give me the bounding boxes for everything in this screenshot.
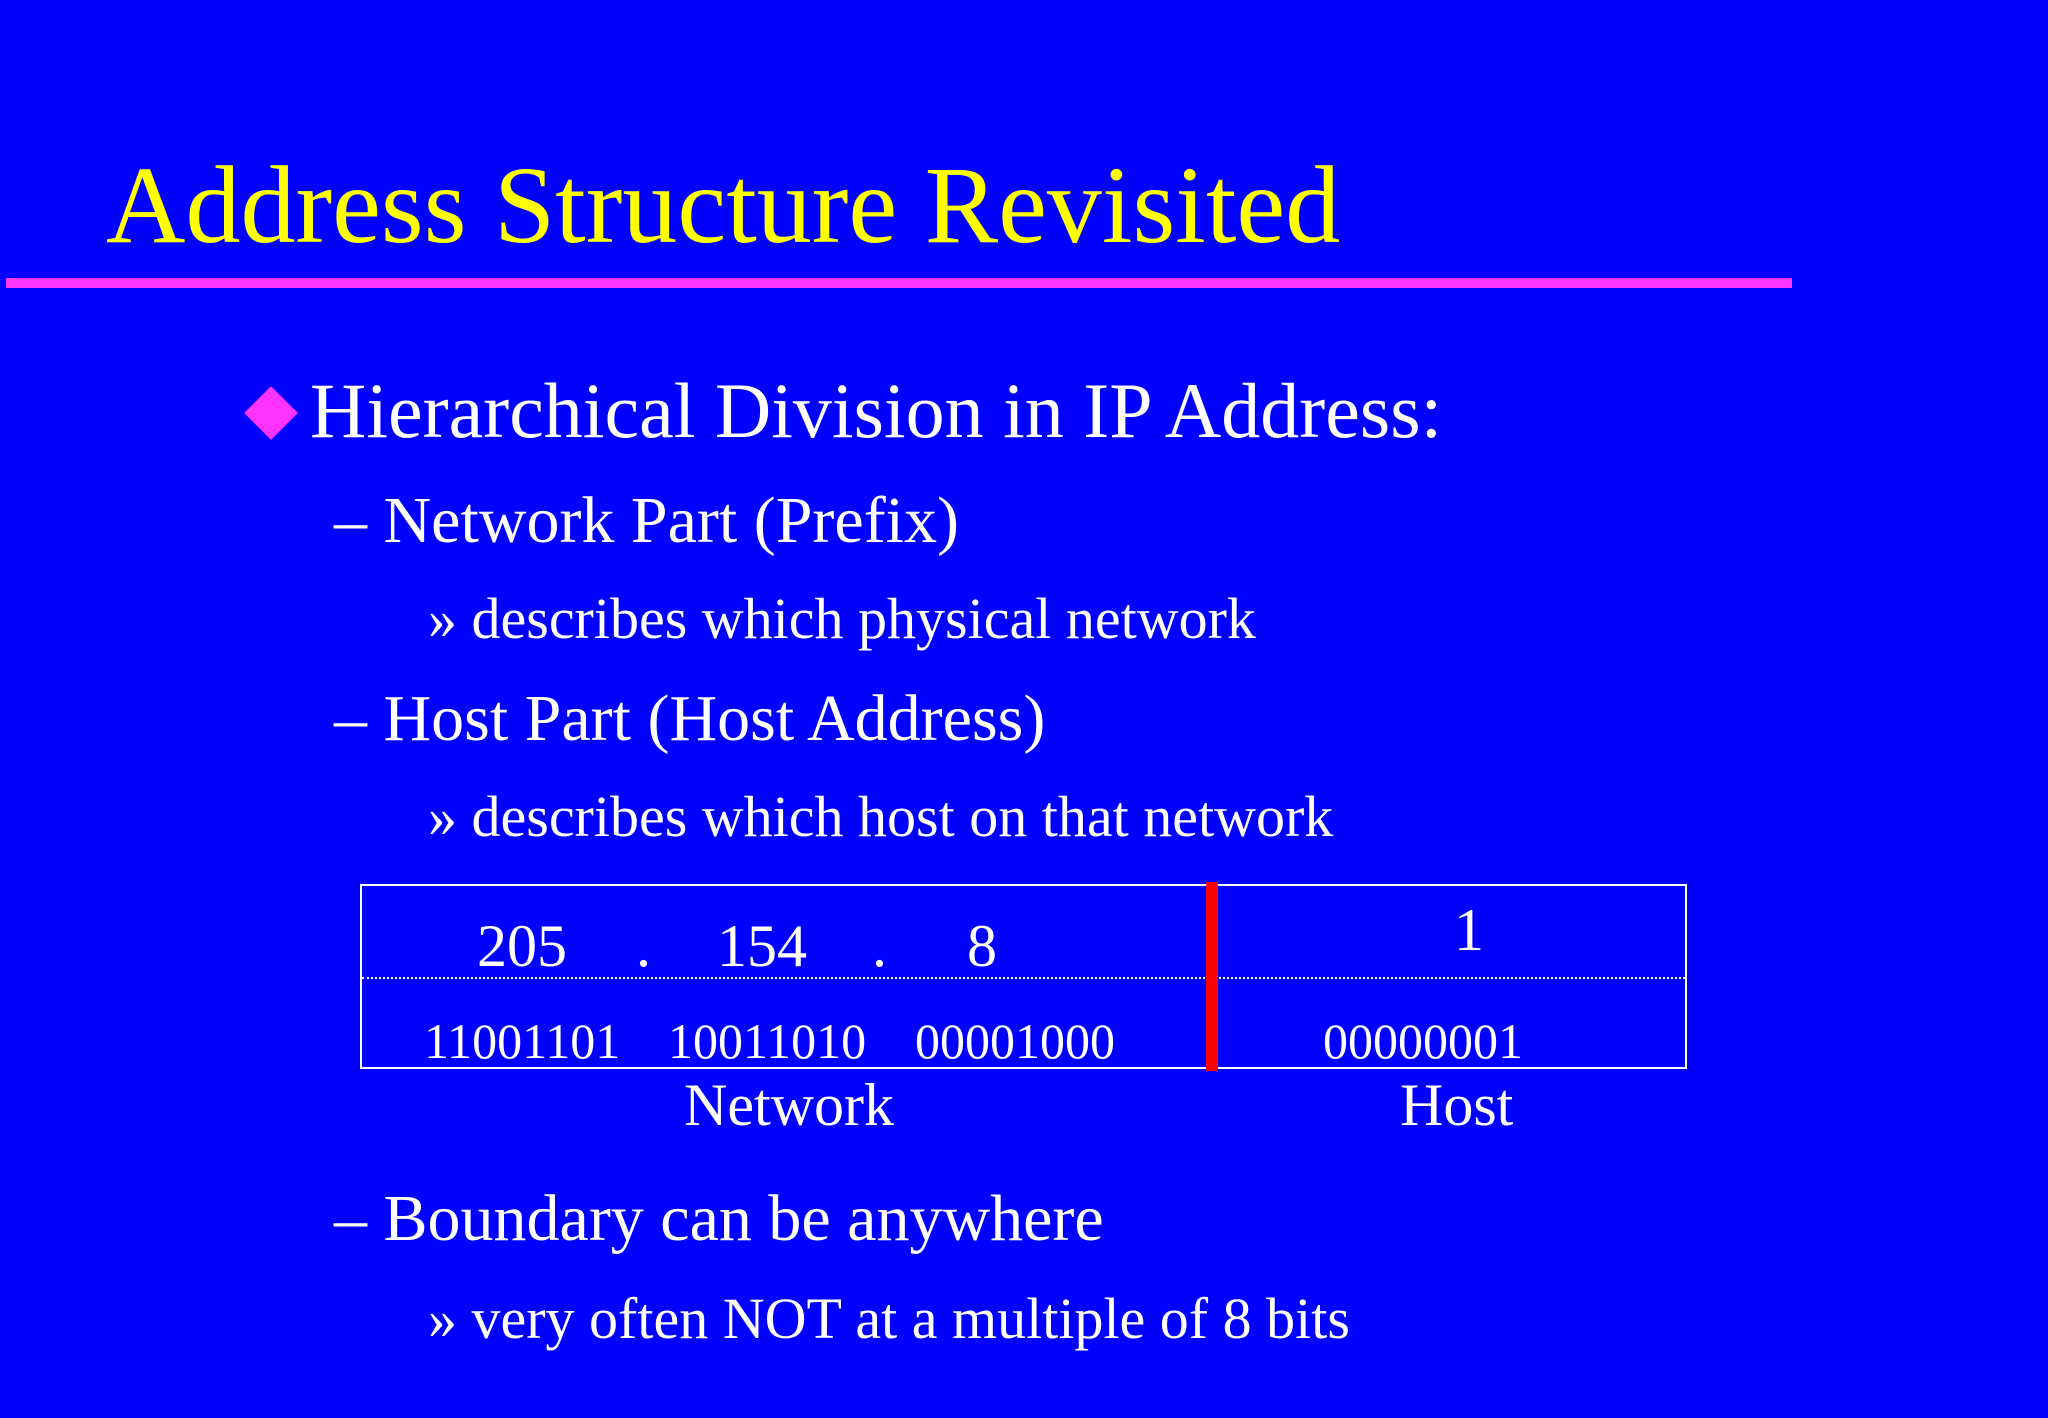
host-part-item: – Host Part (Host Address)	[334, 682, 1046, 755]
octet-2-decimal: 154	[717, 913, 807, 979]
octet-3-binary: 00001000	[915, 1013, 1115, 1069]
octet-3-decimal: 8	[967, 913, 997, 979]
dotted-separator	[362, 977, 1685, 979]
host-part-detail: » describes which host on that network	[428, 784, 1334, 849]
octet-1-decimal: 205	[477, 913, 567, 979]
address-diagram: 205 . 154 . 8 1 11001101 10011010 000010…	[360, 882, 1687, 1071]
network-host-boundary	[1206, 882, 1218, 1071]
boundary-item: – Boundary can be anywhere	[334, 1182, 1104, 1255]
network-label: Network	[684, 1072, 894, 1138]
network-part-item: – Network Part (Prefix)	[334, 484, 960, 557]
host-label: Host	[1400, 1072, 1514, 1138]
diamond-bullet-icon	[244, 386, 298, 440]
bullet-main-text: Hierarchical Division in IP Address:	[310, 367, 1443, 454]
octet-1-binary: 11001101	[424, 1013, 621, 1069]
slide-title: Address Structure Revisited	[106, 144, 1341, 266]
boundary-detail: » very often NOT at a multiple of 8 bits	[428, 1286, 1350, 1351]
title-underline	[6, 278, 1792, 288]
octet-2-binary: 10011010	[668, 1013, 867, 1069]
octet-dot-1: .	[636, 913, 651, 979]
octet-dot-2: .	[872, 913, 887, 979]
octet-4-binary: 00000001	[1323, 1013, 1523, 1069]
octet-4-decimal: 1	[1454, 897, 1484, 963]
network-part-detail: » describes which physical network	[428, 586, 1256, 651]
